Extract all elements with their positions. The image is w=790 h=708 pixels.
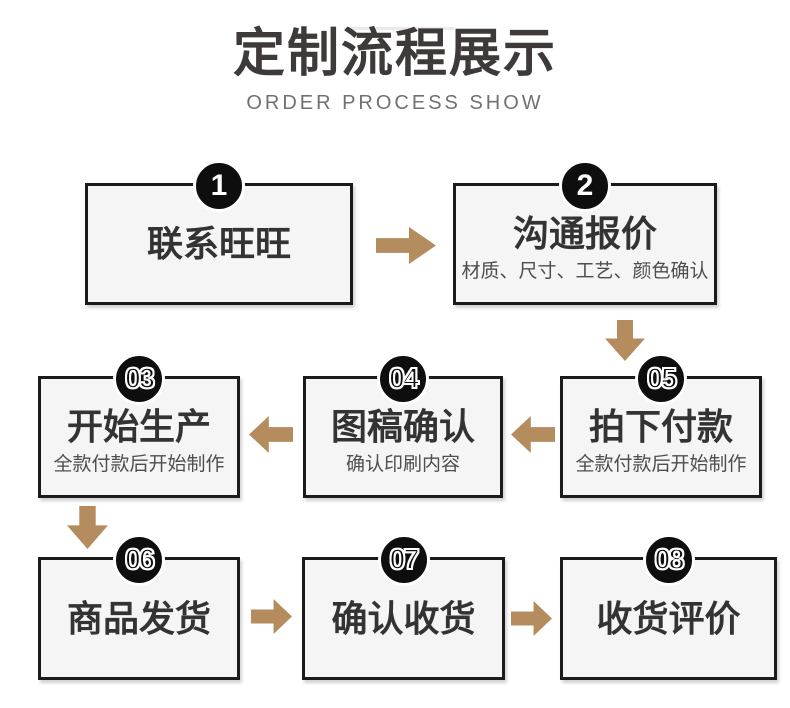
step-1-number: 1 xyxy=(210,169,228,202)
arrow-down-icon xyxy=(67,506,108,549)
step-4-badge: 04 xyxy=(377,353,429,405)
step-3-badge: 03 xyxy=(113,353,165,405)
page-subtitle: ORDER PROCESS SHOW xyxy=(246,92,544,114)
arrow-left-icon xyxy=(249,416,293,453)
arrow-right-icon xyxy=(251,599,292,634)
step-box-3: 03 开始生产 全款付款后开始制作 xyxy=(38,353,240,498)
step-5-subtext: 全款付款后开始制作 xyxy=(575,454,747,476)
step-box-1: 1 联系旺旺 xyxy=(85,160,353,305)
arrow-down-icon xyxy=(605,320,645,361)
arrow-right-icon xyxy=(376,227,436,264)
step-1-label: 联系旺旺 xyxy=(146,223,291,265)
step-3-label: 开始生产 xyxy=(66,405,211,447)
step-8-badge: 08 xyxy=(642,534,695,586)
step-4-label: 图稿确认 xyxy=(330,405,475,447)
step-2-label: 沟通报价 xyxy=(512,212,657,254)
step-6-number: 06 xyxy=(124,543,156,576)
step-3-number: 03 xyxy=(124,362,156,395)
step-2-badge: 2 xyxy=(559,160,611,212)
step-4-subtext: 确认印刷内容 xyxy=(345,454,460,476)
step-box-6: 06 商品发货 xyxy=(38,534,240,680)
step-box-7: 07 确认收货 xyxy=(302,534,505,680)
arrow-right-icon xyxy=(511,601,552,636)
top-decor-line xyxy=(344,27,454,30)
step-3-subtext: 全款付款后开始制作 xyxy=(53,454,225,476)
step-7-badge: 07 xyxy=(377,534,430,586)
page-title: 定制流程展示 xyxy=(232,25,557,83)
step-8-label: 收货评价 xyxy=(596,597,741,639)
step-box-8: 08 收货评价 xyxy=(560,534,777,680)
step-1-badge: 1 xyxy=(193,160,245,212)
step-4-number: 04 xyxy=(388,362,420,395)
step-5-label: 拍下付款 xyxy=(588,405,733,447)
step-box-5: 05 拍下付款 全款付款后开始制作 xyxy=(560,353,762,498)
step-8-number: 08 xyxy=(653,543,685,576)
step-5-badge: 05 xyxy=(635,353,687,405)
step-2-subtext: 材质、尺寸、工艺、颜色确认 xyxy=(461,261,709,283)
step-box-2: 2 沟通报价 材质、尺寸、工艺、颜色确认 xyxy=(453,160,717,305)
step-7-label: 确认收货 xyxy=(331,597,476,639)
arrow-left-icon xyxy=(511,416,555,453)
step-2-number: 2 xyxy=(576,169,594,202)
step-6-badge: 06 xyxy=(113,534,165,586)
step-box-4: 04 图稿确认 确认印刷内容 xyxy=(303,353,503,498)
step-6-label: 商品发货 xyxy=(66,597,211,639)
step-7-number: 07 xyxy=(388,543,420,576)
step-5-number: 05 xyxy=(646,362,678,395)
